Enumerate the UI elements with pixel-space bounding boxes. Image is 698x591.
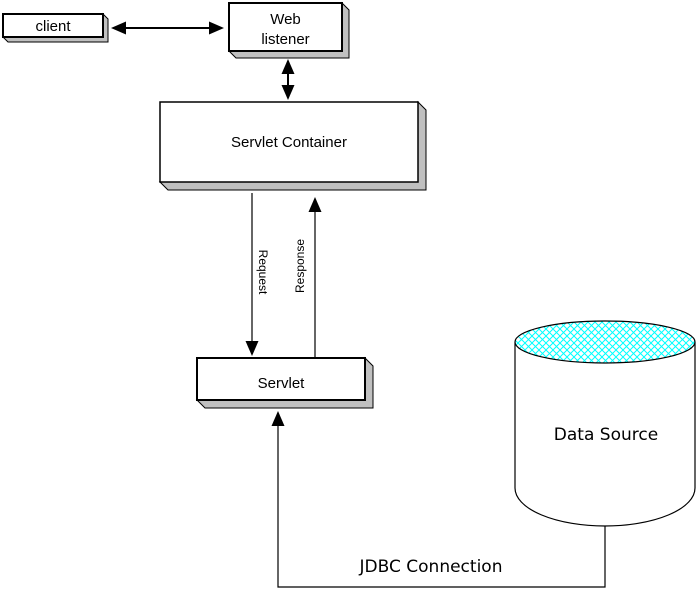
response-label: Response [293, 239, 307, 293]
servlet-box [196, 357, 366, 401]
web-listener-box [228, 2, 343, 52]
arrowhead-up-icon [308, 197, 322, 212]
arrowhead-left-icon [111, 21, 126, 35]
datasource-cylinder-body [514, 342, 696, 527]
edge-request: Request [245, 193, 270, 356]
node-data-source: Data Source [514, 320, 696, 527]
client-label: client [35, 18, 71, 35]
data-source-label: Data Source [554, 425, 658, 445]
node-servlet: Servlet [195, 356, 374, 409]
edge-line [277, 425, 606, 588]
arrowhead-down-icon [281, 85, 295, 100]
arrowhead-to-servlet-icon [271, 411, 285, 426]
node-client: client [1, 12, 109, 43]
web-listener-label-line2: listener [261, 31, 309, 48]
node-servlet-container: Servlet Container [158, 100, 427, 191]
jdbc-connection-label: JDBC Connection [359, 557, 503, 577]
arrowhead-down-icon [245, 341, 259, 356]
edge-client-weblistener [111, 21, 224, 35]
servlet-container-label: Servlet Container [231, 134, 347, 151]
arrowhead-right-icon [209, 21, 224, 35]
servlet-container-box [159, 101, 419, 183]
datasource-cylinder-top [514, 320, 696, 364]
client-box [2, 13, 104, 38]
servlet-label: Servlet [258, 375, 306, 392]
edge-weblistener-container [281, 59, 295, 100]
node-web-listener: Web listener [227, 1, 350, 59]
edge-jdbc-connection: JDBC Connection [271, 411, 612, 588]
web-listener-label-line1: Web [270, 11, 301, 28]
edge-response: Response [293, 197, 322, 358]
arrowhead-up-icon [281, 59, 295, 74]
request-label: Request [256, 250, 270, 295]
